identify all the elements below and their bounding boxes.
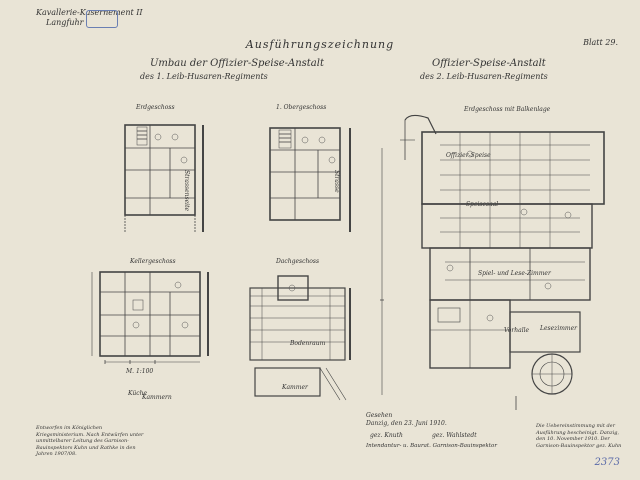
note-bottom-left: Entworfen im Königlichen Kriegsministeri… bbox=[36, 425, 144, 457]
label-offizier: Offizier-Speise bbox=[446, 152, 491, 159]
label-kueche: Küche bbox=[128, 390, 147, 397]
label-obergeschoss: 1. Obergeschoss bbox=[276, 104, 327, 111]
label-dachgeschoss: Dachgeschoss bbox=[276, 258, 320, 265]
label-vorhalle: Vorhalle bbox=[504, 327, 530, 334]
label-spielzimmer: Spiel- und Lese-Zimmer bbox=[478, 270, 551, 277]
drawing-title: Ausführungszeichnung bbox=[245, 38, 395, 51]
header-left: Kavallerie-Kasernement II Langfuhr bbox=[36, 8, 143, 28]
plan-kellergeschoss bbox=[91, 271, 209, 364]
plan-dachgeschoss bbox=[249, 275, 351, 401]
label-erdgeschoss: Erdgeschoss bbox=[136, 104, 175, 111]
signature-2: gez. Wahlstedt bbox=[432, 432, 477, 439]
label-kellergeschoss: Kellergeschoss bbox=[130, 258, 176, 265]
archive-number: 2373 bbox=[594, 457, 620, 468]
label-erdgeschoss-balkenlage: Erdgeschoss mit Balkenlage bbox=[464, 106, 551, 113]
plan-obergeschoss bbox=[269, 127, 351, 232]
left-subtitle: des 1. Leib-Husaren-Regiments bbox=[140, 72, 268, 81]
right-subtitle: des 2. Leib-Husaren-Regiments bbox=[420, 72, 548, 81]
signature-1: gez. Knuth bbox=[370, 432, 403, 439]
signature-role: Intendantur- u. Baurat. Garnison-Bauinsp… bbox=[366, 443, 497, 449]
note-bottom-right: Die Uebereinstimmung mit der Ausführung … bbox=[536, 423, 622, 449]
label-bodenraum: Bodenraum bbox=[290, 340, 326, 347]
right-title: Offizier-Speise-Anstalt bbox=[432, 58, 546, 69]
left-title: Umbau der Offizier-Speise-Anstalt bbox=[150, 58, 324, 69]
label-kammer: Kammer bbox=[282, 384, 308, 391]
plan-balkenlage bbox=[380, 114, 605, 410]
scale-label: M. 1:100 bbox=[126, 368, 154, 375]
plan-erdgeschoss bbox=[124, 124, 204, 232]
signature-place: Gesehen bbox=[366, 412, 393, 419]
archive-stamp bbox=[86, 10, 118, 28]
kasernement-label: Kavallerie-Kasernement II bbox=[36, 8, 143, 17]
location-label: Langfuhr bbox=[46, 18, 84, 27]
signature-date: Danzig, den 23. Juni 1910. bbox=[366, 420, 447, 427]
label-kammern: Kammern bbox=[142, 394, 172, 401]
label-lesezimmer: Lesezimmer bbox=[540, 325, 578, 332]
sheet-number: Blatt 29. bbox=[583, 38, 618, 47]
